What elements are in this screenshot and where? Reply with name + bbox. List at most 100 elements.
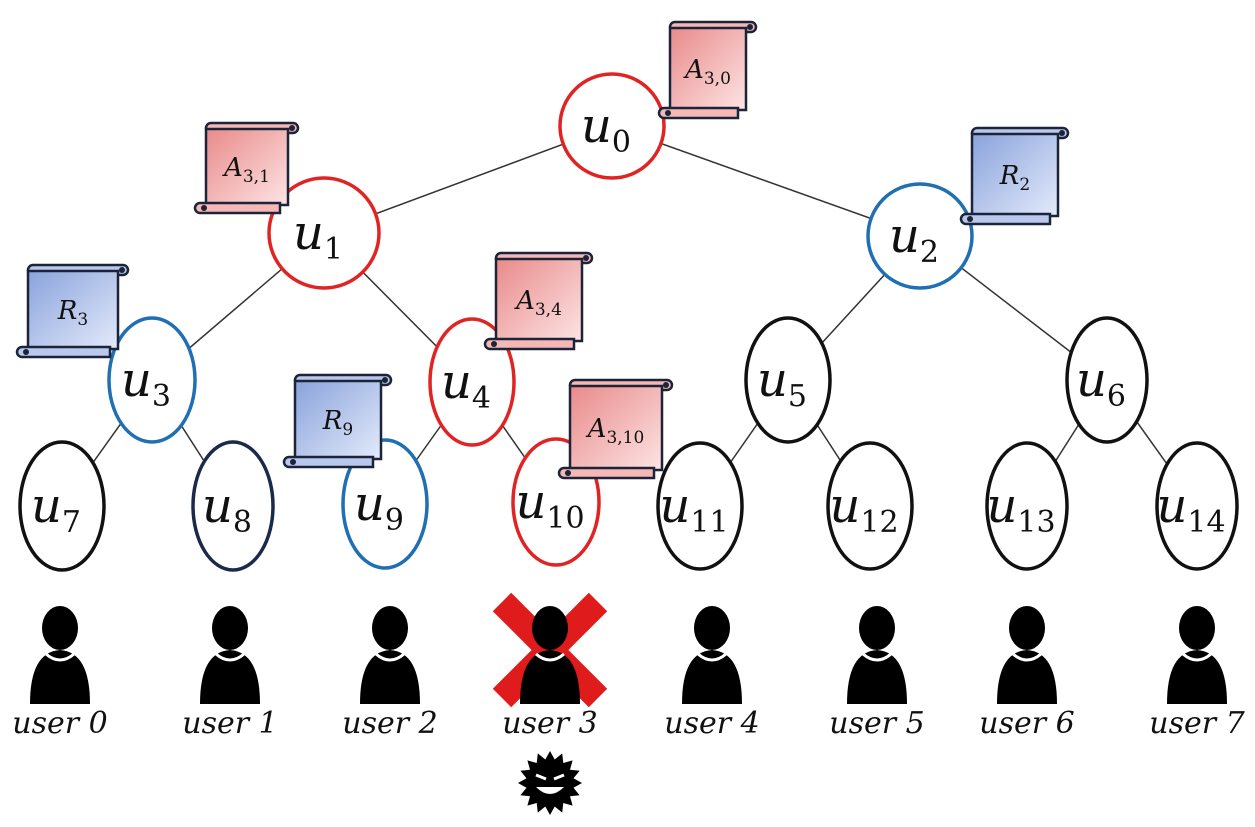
node-label: u11 xyxy=(659,478,728,540)
scroll-bottom-roll xyxy=(193,201,282,215)
user-label: user 5 xyxy=(829,706,924,741)
scroll-label: A3,0 xyxy=(683,55,731,89)
scroll-bottom-roll xyxy=(282,455,375,469)
node-label-base: u xyxy=(121,352,152,408)
tree-node-u7: u7 xyxy=(18,440,106,572)
edge-u0-u2 xyxy=(611,125,921,237)
node-circle xyxy=(18,440,106,572)
scroll-u3: R3 xyxy=(15,263,130,359)
node-label-base: u xyxy=(829,478,860,534)
node-circle xyxy=(1065,316,1149,444)
node-label-subscript: 2 xyxy=(920,235,939,270)
node-label-subscript: 8 xyxy=(233,505,252,540)
node-circle xyxy=(866,182,974,290)
scroll-label-subscript: 2 xyxy=(1019,175,1030,195)
user-1: user 1 xyxy=(182,606,278,741)
scroll-label: A3,10 xyxy=(586,414,645,448)
scroll-label: R2 xyxy=(999,161,1030,195)
scroll-curl xyxy=(1059,130,1065,136)
malicious-virus-icon xyxy=(518,751,582,815)
scroll-label-base: A xyxy=(683,55,704,85)
user-label: user 0 xyxy=(12,706,107,741)
scroll-body xyxy=(204,127,290,207)
scroll-curl xyxy=(382,377,388,383)
node-label-subscript: 7 xyxy=(62,505,81,540)
scroll-label-base: A xyxy=(586,414,607,444)
tree-node-u8: u8 xyxy=(191,440,275,572)
node-label: u8 xyxy=(202,478,252,540)
node-circle xyxy=(1155,441,1239,571)
user-0: user 0 xyxy=(12,606,108,741)
scroll-curl xyxy=(583,255,589,261)
node-circle xyxy=(341,438,429,570)
scroll-body xyxy=(494,257,584,343)
user-7: user 7 xyxy=(1149,606,1246,741)
user-2: user 2 xyxy=(342,606,438,741)
user-label: user 6 xyxy=(979,706,1074,741)
node-circle xyxy=(428,317,516,447)
node-label-base: u xyxy=(1156,478,1187,534)
scroll-bottom-roll xyxy=(557,466,656,480)
scroll-curl xyxy=(747,24,753,30)
scroll-curl xyxy=(663,382,669,388)
user-label: user 1 xyxy=(182,706,277,741)
user-label: user 2 xyxy=(342,706,437,741)
person-icon xyxy=(997,606,1057,704)
scroll-label-subscript: 3,1 xyxy=(243,167,270,187)
user-4: user 4 xyxy=(664,606,760,741)
scroll-label-subscript: 3,4 xyxy=(535,300,562,320)
user-5: user 5 xyxy=(829,606,925,741)
person-icon xyxy=(360,606,420,704)
node-label: u9 xyxy=(354,476,404,538)
tree-node-u9: u9 xyxy=(341,438,429,570)
node-circle xyxy=(267,176,381,290)
node-label: u6 xyxy=(1076,352,1126,414)
person-icon xyxy=(847,606,907,704)
node-label-base: u xyxy=(889,208,920,264)
tree-node-u5: u5 xyxy=(744,316,832,444)
scroll-curl xyxy=(201,205,207,211)
scroll-label-subscript: 3 xyxy=(77,310,88,330)
node-label-base: u xyxy=(659,478,690,534)
node-label: u7 xyxy=(31,478,81,540)
node-label-subscript: 6 xyxy=(1107,379,1126,414)
scroll-body xyxy=(668,26,748,112)
node-label-base: u xyxy=(986,478,1017,534)
scroll-curl xyxy=(290,459,296,465)
node-label-base: u xyxy=(757,352,788,408)
tree-node-u1: u1 xyxy=(267,176,381,290)
node-label: u2 xyxy=(889,208,939,270)
node-circle xyxy=(191,440,275,572)
scroll-u10: A3,10 xyxy=(557,378,674,480)
node-circle xyxy=(558,72,666,180)
scroll-label: A3,4 xyxy=(514,286,562,320)
user-6: user 6 xyxy=(979,606,1075,741)
tree-node-u14: u14 xyxy=(1155,441,1239,571)
node-label: u13 xyxy=(986,478,1055,540)
scroll-curl xyxy=(665,110,671,116)
scroll-curl xyxy=(491,341,497,347)
node-circle xyxy=(656,441,744,571)
scroll-u1: A3,1 xyxy=(193,121,300,215)
tree-node-u4: u4 xyxy=(428,317,516,447)
node-circle xyxy=(107,316,197,444)
scroll-curl xyxy=(967,216,973,222)
scroll-label-subscript: 9 xyxy=(342,420,353,440)
scroll-label-subscript: 3,0 xyxy=(704,69,731,89)
scroll-label-subscript: 3,10 xyxy=(606,428,644,448)
person-icon xyxy=(520,606,580,704)
node-circle xyxy=(985,441,1069,571)
node-label-base: u xyxy=(293,205,324,261)
node-label-base: u xyxy=(515,474,546,530)
scroll-label-base: R xyxy=(322,406,343,436)
node-label: u3 xyxy=(121,352,171,414)
scroll-u0: A3,0 xyxy=(657,20,758,120)
node-label: u0 xyxy=(581,98,631,160)
node-label-subscript: 9 xyxy=(385,503,404,538)
node-label: u12 xyxy=(829,478,898,540)
tree-node-u2: u2 xyxy=(866,182,974,290)
scroll-body xyxy=(26,269,120,351)
person-icon xyxy=(1167,606,1227,704)
